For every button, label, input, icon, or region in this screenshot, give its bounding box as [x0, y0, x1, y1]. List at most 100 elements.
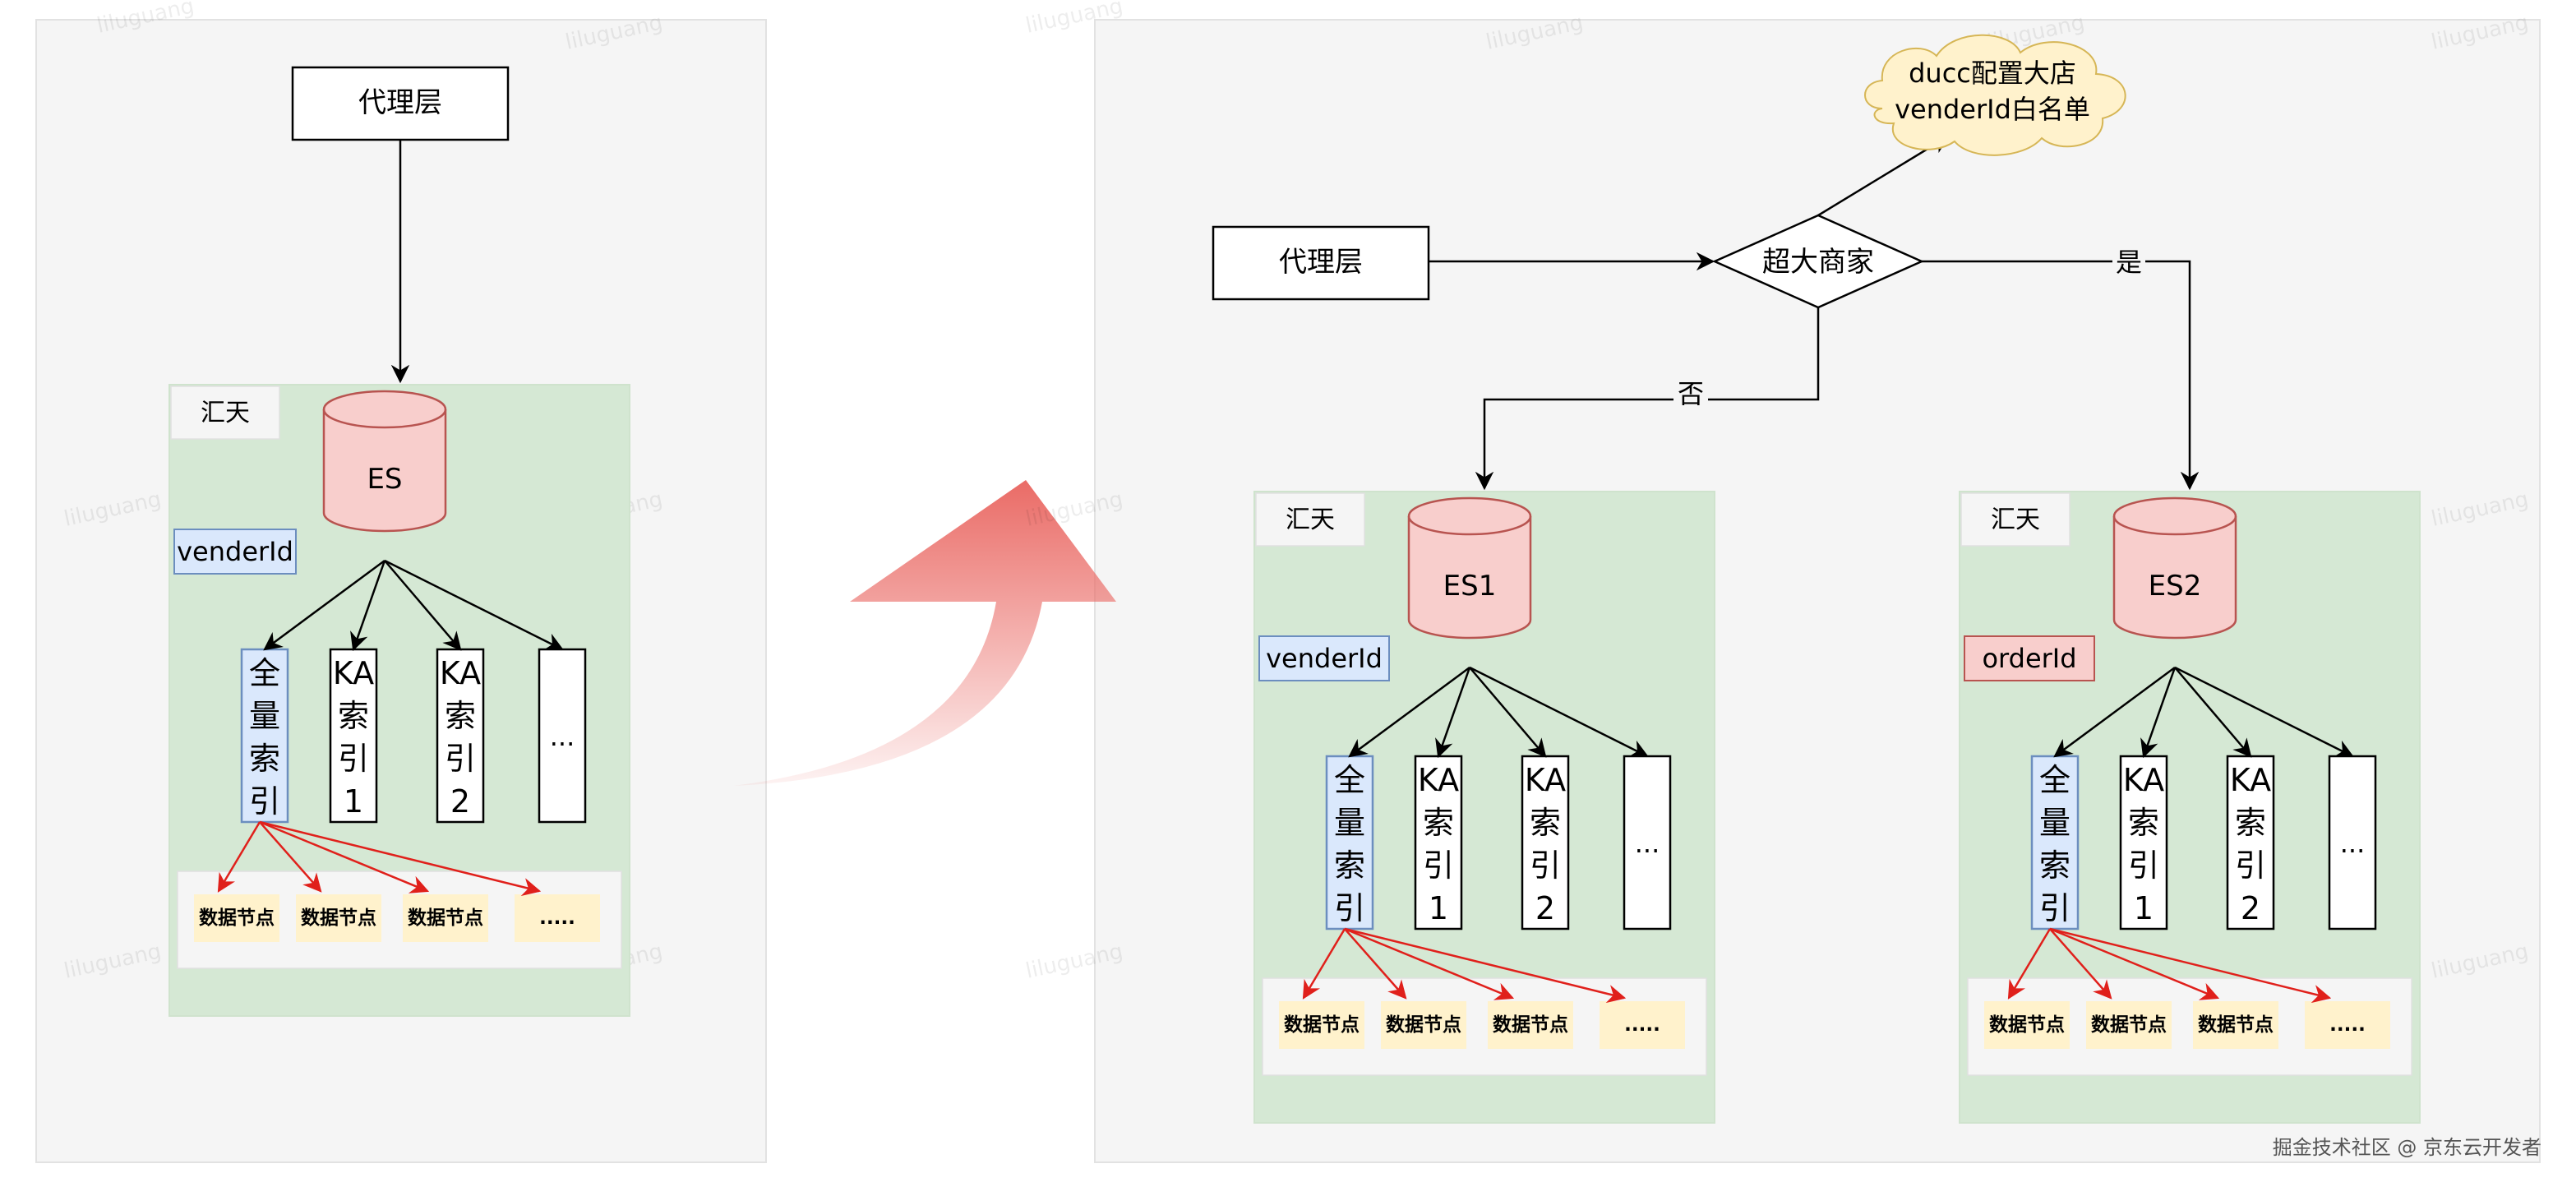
cluster-label: 汇天: [1286, 506, 1335, 534]
index-label-char: 索: [338, 698, 369, 734]
index-label-char: 全: [249, 655, 280, 691]
data-node: [1600, 1001, 1685, 1049]
index-label-char: 1: [1429, 890, 1448, 926]
index-label-char: 索: [1334, 847, 1365, 884]
left-proxy-label: 代理层: [358, 86, 442, 119]
index-label-char: 引: [1423, 847, 1454, 884]
data-node: [194, 894, 279, 942]
index-label-char: 全: [2039, 762, 2070, 798]
es-to-index-arrow: [1435, 667, 1471, 759]
database-rim: [2112, 515, 2237, 536]
database-label: ES1: [1443, 570, 1497, 603]
yes-label: 是: [2116, 247, 2142, 278]
index-label-char: 引: [445, 741, 476, 777]
index-label-char: 2: [1535, 890, 1555, 926]
cluster-label-box: [1960, 492, 2070, 547]
index-box: [1325, 755, 1374, 930]
data-node: [1984, 1001, 2070, 1049]
index-label-char: 2: [2241, 890, 2260, 926]
data-node: [515, 894, 600, 942]
index-box: [2226, 755, 2275, 930]
es-to-index-arrow: [2140, 667, 2177, 759]
index-label-char: 索: [2039, 847, 2070, 884]
cluster-label: 汇天: [1991, 506, 2040, 534]
index-box: [2030, 755, 2080, 930]
data-node-label: 数据节点: [2198, 1014, 2274, 1036]
data-node-label: 数据节点: [408, 907, 483, 929]
index-box: [329, 648, 378, 824]
routing-key-label: venderId: [177, 536, 293, 567]
index-label-char: KA: [2123, 762, 2164, 798]
data-node: [403, 894, 488, 942]
index-label-char: 索: [1530, 805, 1561, 841]
decision-label: 超大商家: [1762, 246, 1874, 279]
index-to-node-arrow: [1344, 927, 1515, 1000]
data-node: [1381, 1001, 1466, 1049]
data-node: [2305, 1001, 2390, 1049]
right-proxy-label: 代理层: [1279, 246, 1363, 279]
cluster-label-box: [170, 386, 280, 440]
index-to-node-arrow: [2049, 928, 2112, 1000]
index-label-char: 索: [249, 741, 280, 777]
ducc-cloud-line2: venderId白名单: [1895, 94, 2090, 125]
routing-key-tag: [173, 529, 297, 575]
es-to-index-arrow: [1469, 666, 1650, 758]
data-node: [1279, 1001, 1364, 1049]
index-label-char: 索: [445, 698, 476, 734]
index-box: [1414, 755, 1463, 930]
no-label: 否: [1678, 378, 1704, 409]
routing-key-label: orderId: [1982, 643, 2076, 674]
index-label-char: 引: [2235, 847, 2266, 884]
yes-label-bg: [2112, 243, 2145, 278]
data-node: [1488, 1001, 1573, 1049]
index-to-node-arrow: [1302, 928, 1346, 1000]
data-node: [2193, 1001, 2278, 1049]
index-box: [436, 648, 485, 824]
index-label-char: KA: [2230, 762, 2271, 798]
index-to-node-arrow: [1344, 927, 1627, 1004]
index-label-char: 1: [344, 783, 363, 820]
index-label-char: 索: [2235, 805, 2266, 841]
index-label-char: 引: [2128, 847, 2159, 884]
data-node-label: 数据节点: [199, 907, 275, 929]
cluster-left: 汇天ESvenderId全量索引KA索引1KA索引2...数据节点数据节点数据节…: [169, 384, 630, 1017]
index-label-char: ...: [2340, 828, 2366, 859]
database-rim: [1407, 515, 1532, 536]
cluster-label: 汇天: [201, 399, 250, 427]
index-to-node-arrow: [259, 820, 430, 894]
data-node-label: 数据节点: [301, 907, 376, 929]
data-node-label: 数据节点: [2091, 1014, 2167, 1036]
index-label-char: ...: [1635, 828, 1660, 859]
index-label-char: 全: [1334, 762, 1365, 798]
index-to-node-arrow: [2007, 928, 2052, 1000]
es-to-index-arrow: [350, 560, 386, 652]
database-icon: [322, 390, 447, 533]
yes-edge: [1922, 260, 2200, 491]
database-icon: [1407, 496, 1532, 640]
ducc-cloud: [1864, 34, 2126, 156]
index-label-char: KA: [1418, 762, 1459, 798]
database-label: ES: [367, 463, 402, 496]
database-icon: [2112, 496, 2237, 640]
data-node-label: 数据节点: [1284, 1014, 1360, 1036]
routing-key-label: venderId: [1266, 643, 1383, 674]
index-label-char: 1: [2134, 890, 2154, 926]
cluster-right-es1: 汇天ES1venderId全量索引KA索引1KA索引2...数据节点数据节点数据…: [1253, 491, 1715, 1124]
index-label-char: 索: [1423, 805, 1454, 841]
index-label-char: 引: [1530, 847, 1561, 884]
index-label-char: 引: [249, 783, 280, 820]
left-proxy-box: [291, 66, 510, 141]
index-label-char: KA: [1525, 762, 1566, 798]
index-label-char: 索: [2128, 805, 2159, 841]
index-box: [538, 648, 587, 824]
data-node: [2086, 1001, 2172, 1049]
index-to-node-arrow: [259, 820, 542, 897]
index-label-char: 引: [1334, 890, 1365, 926]
es-to-index-arrow: [2174, 667, 2252, 758]
cluster-right-es2: 汇天ES2orderId全量索引KA索引1KA索引2...数据节点数据节点数据节…: [1959, 491, 2421, 1124]
es-to-index-arrow: [1469, 667, 1547, 758]
data-node-label: .....: [539, 907, 575, 929]
index-label-char: KA: [333, 655, 374, 691]
right-proxy-box: [1212, 225, 1430, 301]
